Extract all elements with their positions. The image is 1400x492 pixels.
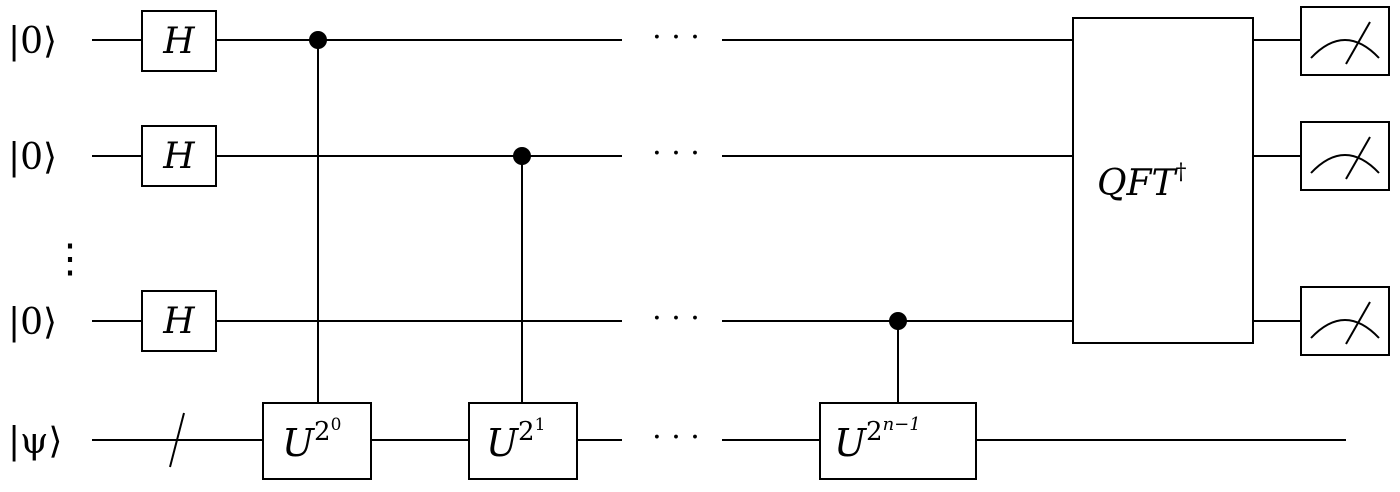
hadamard-gate-2	[141, 125, 217, 187]
input-state-target: |ψ⟩	[8, 421, 62, 462]
u-gate-1-label: U21	[486, 415, 545, 465]
measurement-meter-2	[1300, 121, 1390, 191]
ellipsis-row-4: · · ·	[652, 420, 700, 455]
controlled-u-gate-n	[819, 402, 977, 480]
hadamard-label-n: H	[162, 301, 195, 342]
control-dot-1	[309, 31, 327, 49]
control-dot-n	[889, 312, 907, 330]
vertical-ellipsis: ⋮	[50, 236, 90, 282]
u-gate-n-label: U2n−1	[834, 414, 921, 465]
u-gate-0-label: U20	[282, 415, 341, 465]
measurement-meter-1	[1300, 6, 1390, 76]
ellipsis-row-1: · · ·	[652, 20, 700, 55]
control-dot-2	[513, 147, 531, 165]
measurement-meter-n	[1300, 286, 1390, 356]
hadamard-label-1: H	[162, 21, 195, 62]
inverse-qft-block	[1072, 17, 1254, 344]
hadamard-label-2: H	[162, 136, 195, 177]
input-state-qn: |0⟩	[8, 302, 57, 343]
ellipsis-row-3: · · ·	[652, 301, 700, 336]
inverse-qft-label: QFT†	[1097, 160, 1187, 204]
input-state-q1: |0⟩	[8, 21, 57, 62]
controlled-u-gate-0	[262, 402, 372, 480]
register-slash-icon	[169, 412, 185, 468]
hadamard-gate-1	[141, 10, 217, 72]
ellipsis-row-2: · · ·	[652, 136, 700, 171]
input-state-q2: |0⟩	[8, 137, 57, 178]
hadamard-gate-n	[141, 290, 217, 352]
controlled-u-gate-1	[468, 402, 578, 480]
